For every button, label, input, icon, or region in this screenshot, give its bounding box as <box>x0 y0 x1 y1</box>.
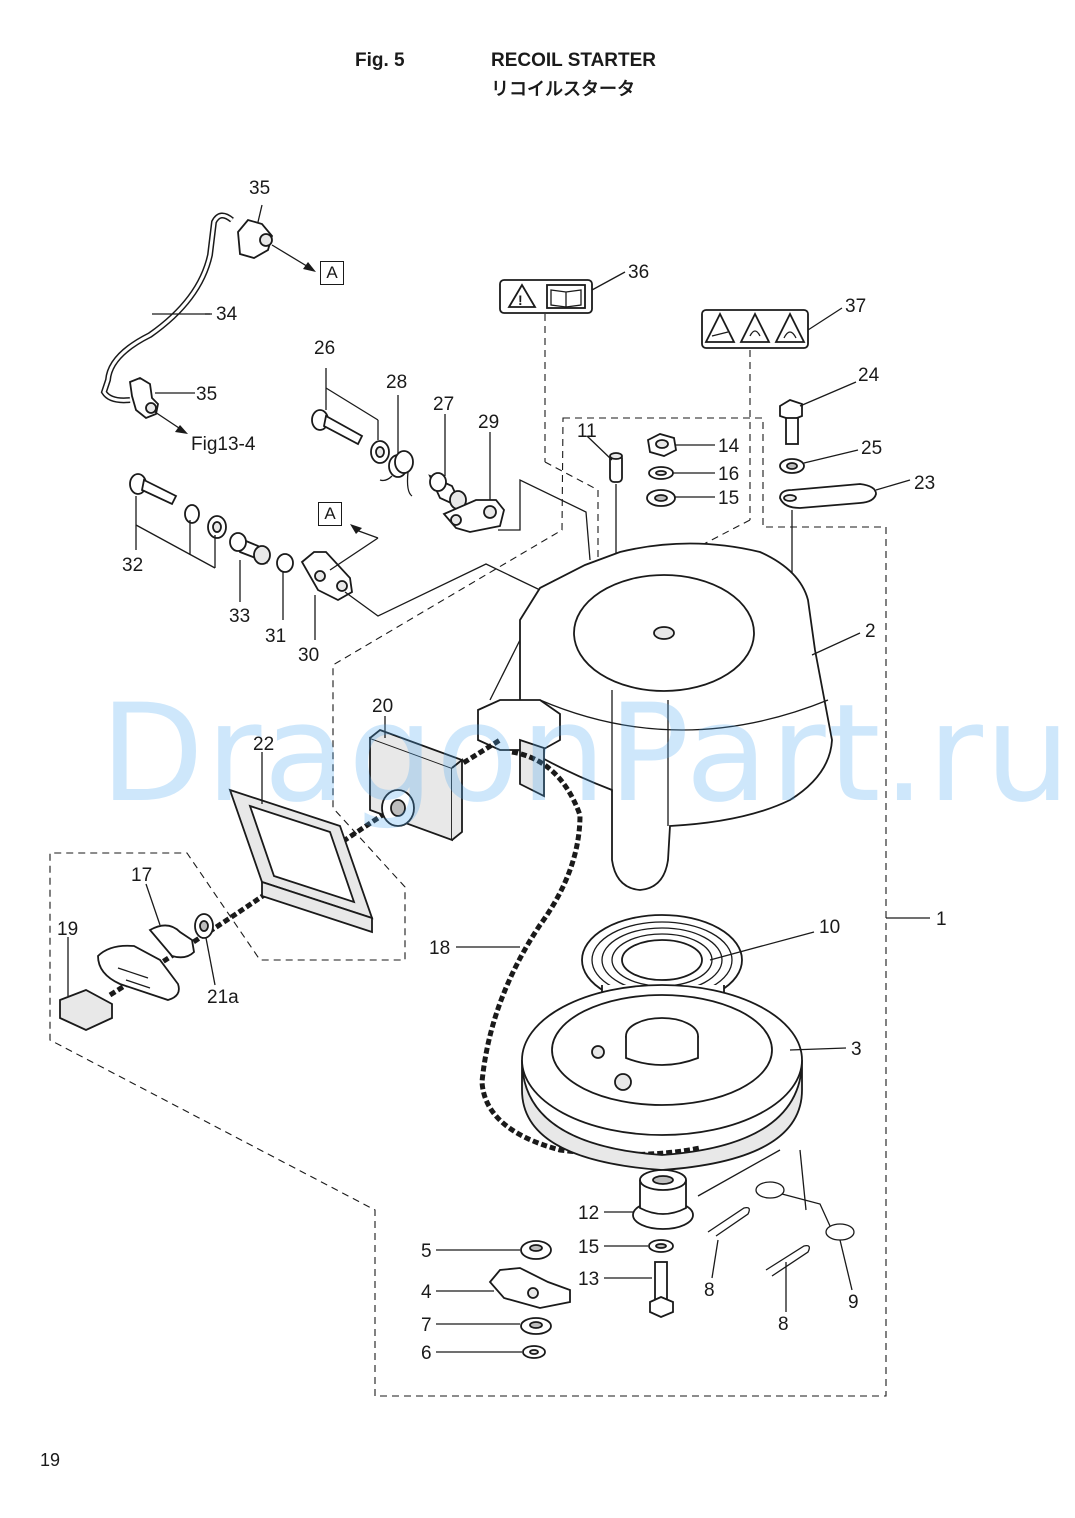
spring-28 <box>379 450 414 497</box>
washer-7 <box>520 1317 552 1335</box>
callout-20: 20 <box>372 696 393 717</box>
hand-caution-icon <box>704 311 736 343</box>
fire-caution-icon <box>739 311 771 343</box>
callout-10: 10 <box>819 917 840 938</box>
callout-18: 18 <box>429 938 450 959</box>
callout-15a: 15 <box>718 488 739 509</box>
callout-8a: 8 <box>704 1280 715 1301</box>
callout-24: 24 <box>858 365 880 386</box>
callout-34: 34 <box>216 304 238 325</box>
callout-5: 5 <box>421 1241 432 1262</box>
callout-28: 28 <box>386 372 407 393</box>
callout-6: 6 <box>421 1343 432 1364</box>
washer-21a <box>194 913 214 939</box>
callout-27: 27 <box>433 394 454 415</box>
spring-washer-16 <box>648 466 674 480</box>
washer-15-lower <box>648 1239 674 1253</box>
callout-16: 16 <box>718 464 739 485</box>
callout-3: 3 <box>851 1039 862 1060</box>
insert-19 <box>59 989 113 1031</box>
callout-37: 37 <box>845 296 866 317</box>
reference-box-a-lower: A <box>318 502 342 526</box>
figure-title: RECOIL STARTER <box>491 50 657 71</box>
callout-32: 32 <box>122 555 143 576</box>
callout-19: 19 <box>57 919 78 940</box>
handle-23 <box>779 483 877 509</box>
collar-12 <box>632 1169 694 1230</box>
callout-35b: 35 <box>196 384 217 405</box>
callout-9: 9 <box>848 1292 859 1313</box>
bolt-24 <box>779 399 803 445</box>
grommet-20 <box>369 728 464 842</box>
callout-36: 36 <box>628 262 649 283</box>
clip-31 <box>276 553 294 573</box>
callout-21a: 21a <box>207 987 239 1008</box>
ratchet-4 <box>488 1267 571 1309</box>
callout-22: 22 <box>253 734 274 755</box>
spring-8a <box>707 1206 750 1237</box>
bolt-13 <box>649 1261 674 1318</box>
callout-14: 14 <box>718 436 740 457</box>
page-number: 19 <box>40 1450 61 1470</box>
bolt-26 <box>311 409 364 446</box>
callout-2: 2 <box>865 621 876 642</box>
reference-fig13-4: Fig13-4 <box>191 434 256 455</box>
callout-12: 12 <box>578 1203 599 1224</box>
warning-label-36: ! <box>499 279 593 314</box>
callout-29: 29 <box>478 412 499 433</box>
clip-6 <box>522 1345 546 1359</box>
callout-30: 30 <box>298 645 319 666</box>
spring-8b <box>765 1244 810 1277</box>
spring-9 <box>755 1181 855 1241</box>
callout-11: 11 <box>577 421 597 442</box>
collar-27 <box>428 472 467 510</box>
collar-33 <box>229 532 271 565</box>
lever-29 <box>442 499 505 533</box>
assembly-boundary-main <box>49 417 887 1397</box>
starter-housing <box>477 542 833 891</box>
callout-35a: 35 <box>249 178 270 199</box>
starter-reel <box>521 984 803 1171</box>
callout-31: 31 <box>265 626 286 647</box>
callout-23: 23 <box>914 473 935 494</box>
callout-25: 25 <box>861 438 882 459</box>
callout-26: 26 <box>314 338 335 359</box>
warning-triangle-icon <box>507 283 537 308</box>
watermark: DragonPart.ru <box>100 675 1073 832</box>
rod-clip-upper <box>237 218 273 259</box>
washer-5 <box>520 1240 552 1260</box>
callout-33: 33 <box>229 606 250 627</box>
figure-title-japanese: リコイルスタータ <box>491 79 635 100</box>
rotate-caution-icon <box>774 311 806 343</box>
callout-15b: 15 <box>578 1237 599 1258</box>
callout-1: 1 <box>936 909 947 930</box>
starter-handle-17 <box>97 924 195 1001</box>
washer-32a <box>184 504 200 524</box>
washer-15 <box>646 489 676 507</box>
callout-4: 4 <box>421 1282 432 1303</box>
callout-7: 7 <box>421 1315 432 1336</box>
rod-clip-lower <box>129 376 159 420</box>
callout-8b: 8 <box>778 1314 789 1335</box>
cushion-22 <box>228 788 374 934</box>
figure-number: Fig. 5 <box>355 50 405 71</box>
callout-13: 13 <box>578 1269 599 1290</box>
pin-11 <box>609 452 623 483</box>
reference-box-a-upper: A <box>320 261 344 285</box>
svg-text:!: ! <box>518 292 523 308</box>
nut-14 <box>647 433 677 457</box>
lever-30 <box>300 551 353 602</box>
washer-25 <box>779 458 805 474</box>
warning-label-37 <box>701 309 809 349</box>
callout-17: 17 <box>131 865 152 886</box>
bolt-32 <box>129 473 178 506</box>
